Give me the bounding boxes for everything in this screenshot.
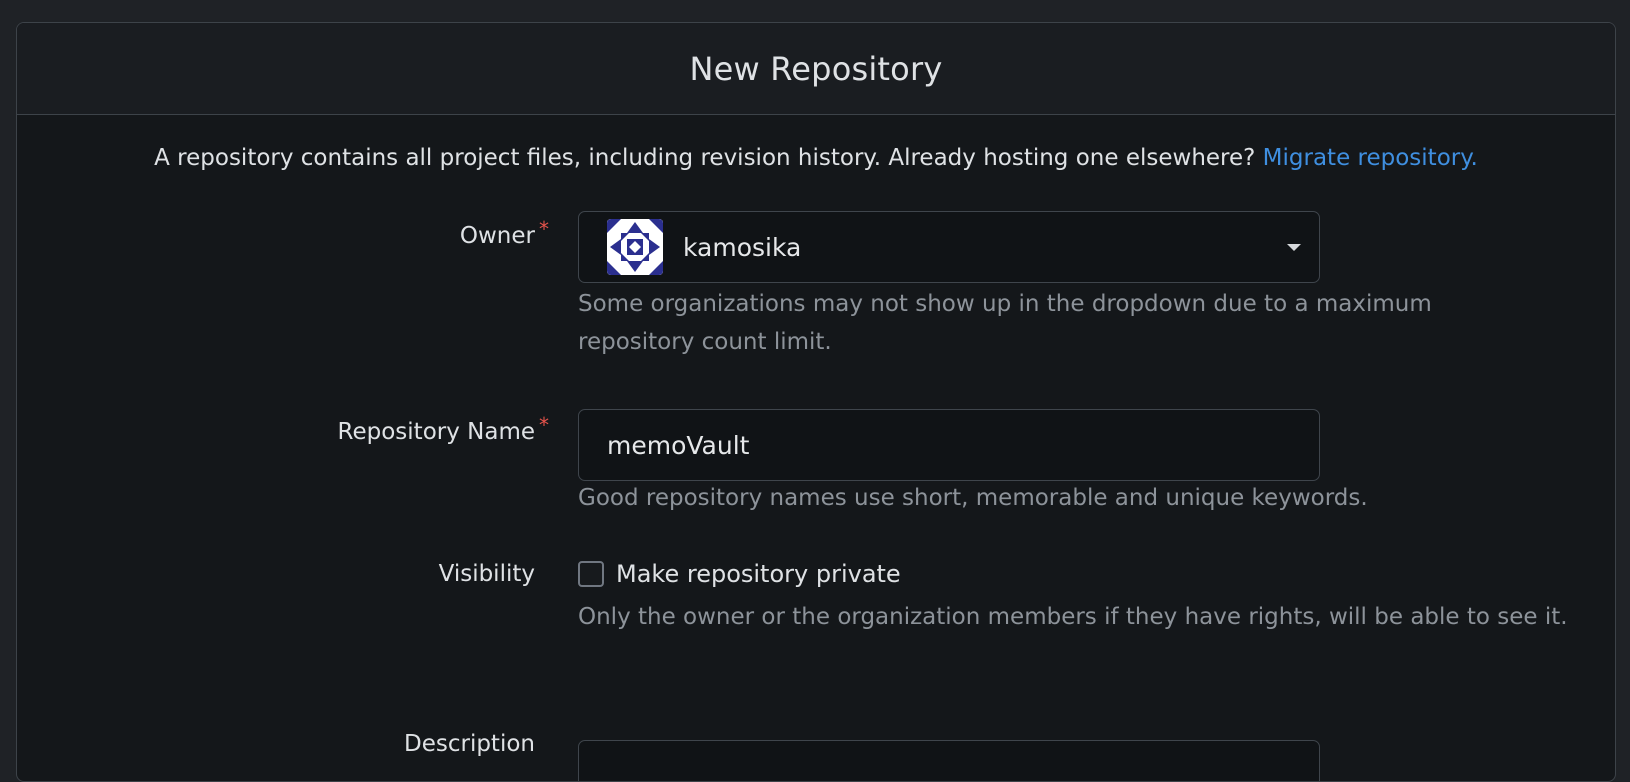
private-checkbox[interactable] [578, 561, 604, 587]
visibility-help-text: Only the owner or the organization membe… [578, 604, 1568, 630]
required-asterisk: * [539, 217, 549, 241]
required-asterisk: * [539, 413, 549, 437]
repository-name-label: Repository Name * [337, 413, 549, 445]
panel-header: New Repository [17, 23, 1615, 115]
chevron-down-icon [1287, 244, 1301, 251]
migrate-repository-link[interactable]: Migrate repository. [1262, 145, 1478, 171]
intro-description: A repository contains all project files,… [154, 145, 1263, 171]
private-checkbox-row[interactable]: Make repository private [578, 560, 901, 588]
owner-selected-value: kamosika [683, 232, 802, 262]
new-repository-panel: New Repository A repository contains all… [16, 22, 1616, 782]
owner-avatar [607, 219, 663, 275]
repository-name-help-text: Good repository names use short, memorab… [578, 485, 1368, 511]
page-title: New Repository [689, 49, 943, 88]
description-label: Description [404, 731, 535, 757]
intro-text: A repository contains all project files,… [17, 145, 1615, 171]
owner-label: Owner * [459, 217, 549, 249]
private-checkbox-label[interactable]: Make repository private [616, 560, 901, 588]
owner-help-text: Some organizations may not show up in th… [578, 291, 1432, 355]
visibility-label: Visibility [438, 561, 535, 587]
repository-name-input[interactable]: memoVault [578, 409, 1320, 481]
owner-select[interactable]: kamosika [578, 211, 1320, 283]
repository-name-value: memoVault [607, 430, 750, 460]
description-input[interactable] [578, 740, 1320, 781]
